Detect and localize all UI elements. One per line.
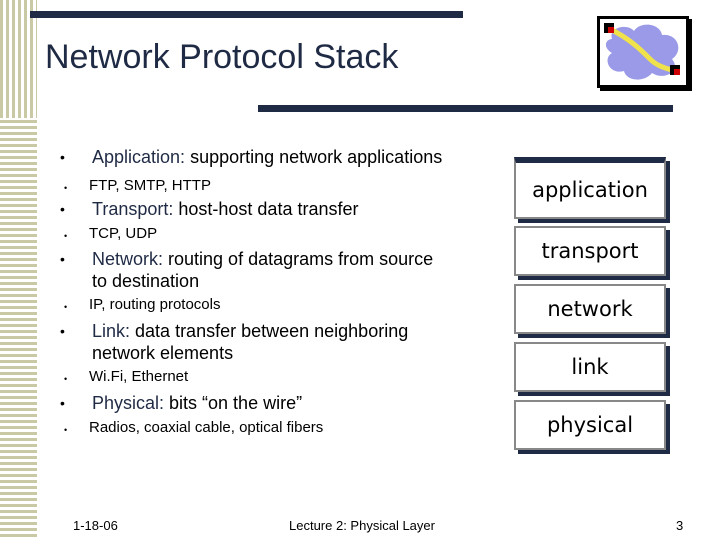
stack-layer-application: application <box>514 157 666 219</box>
footer-page-number: 3 <box>676 518 684 533</box>
slide-title: Network Protocol Stack <box>45 38 399 76</box>
left-decoration-top <box>0 0 37 118</box>
title-top-rule <box>30 11 463 18</box>
network-cloud-icon <box>597 16 689 88</box>
stack-layer-network: network <box>514 284 666 334</box>
stack-layer-physical: physical <box>514 400 666 450</box>
footer-lecture: Lecture 2: Physical Layer <box>289 518 435 533</box>
stack-layer-transport: transport <box>514 226 666 276</box>
stack-layer-link: link <box>514 342 666 392</box>
footer-date: 1-18-06 <box>73 518 118 533</box>
title-bottom-rule <box>258 105 673 112</box>
